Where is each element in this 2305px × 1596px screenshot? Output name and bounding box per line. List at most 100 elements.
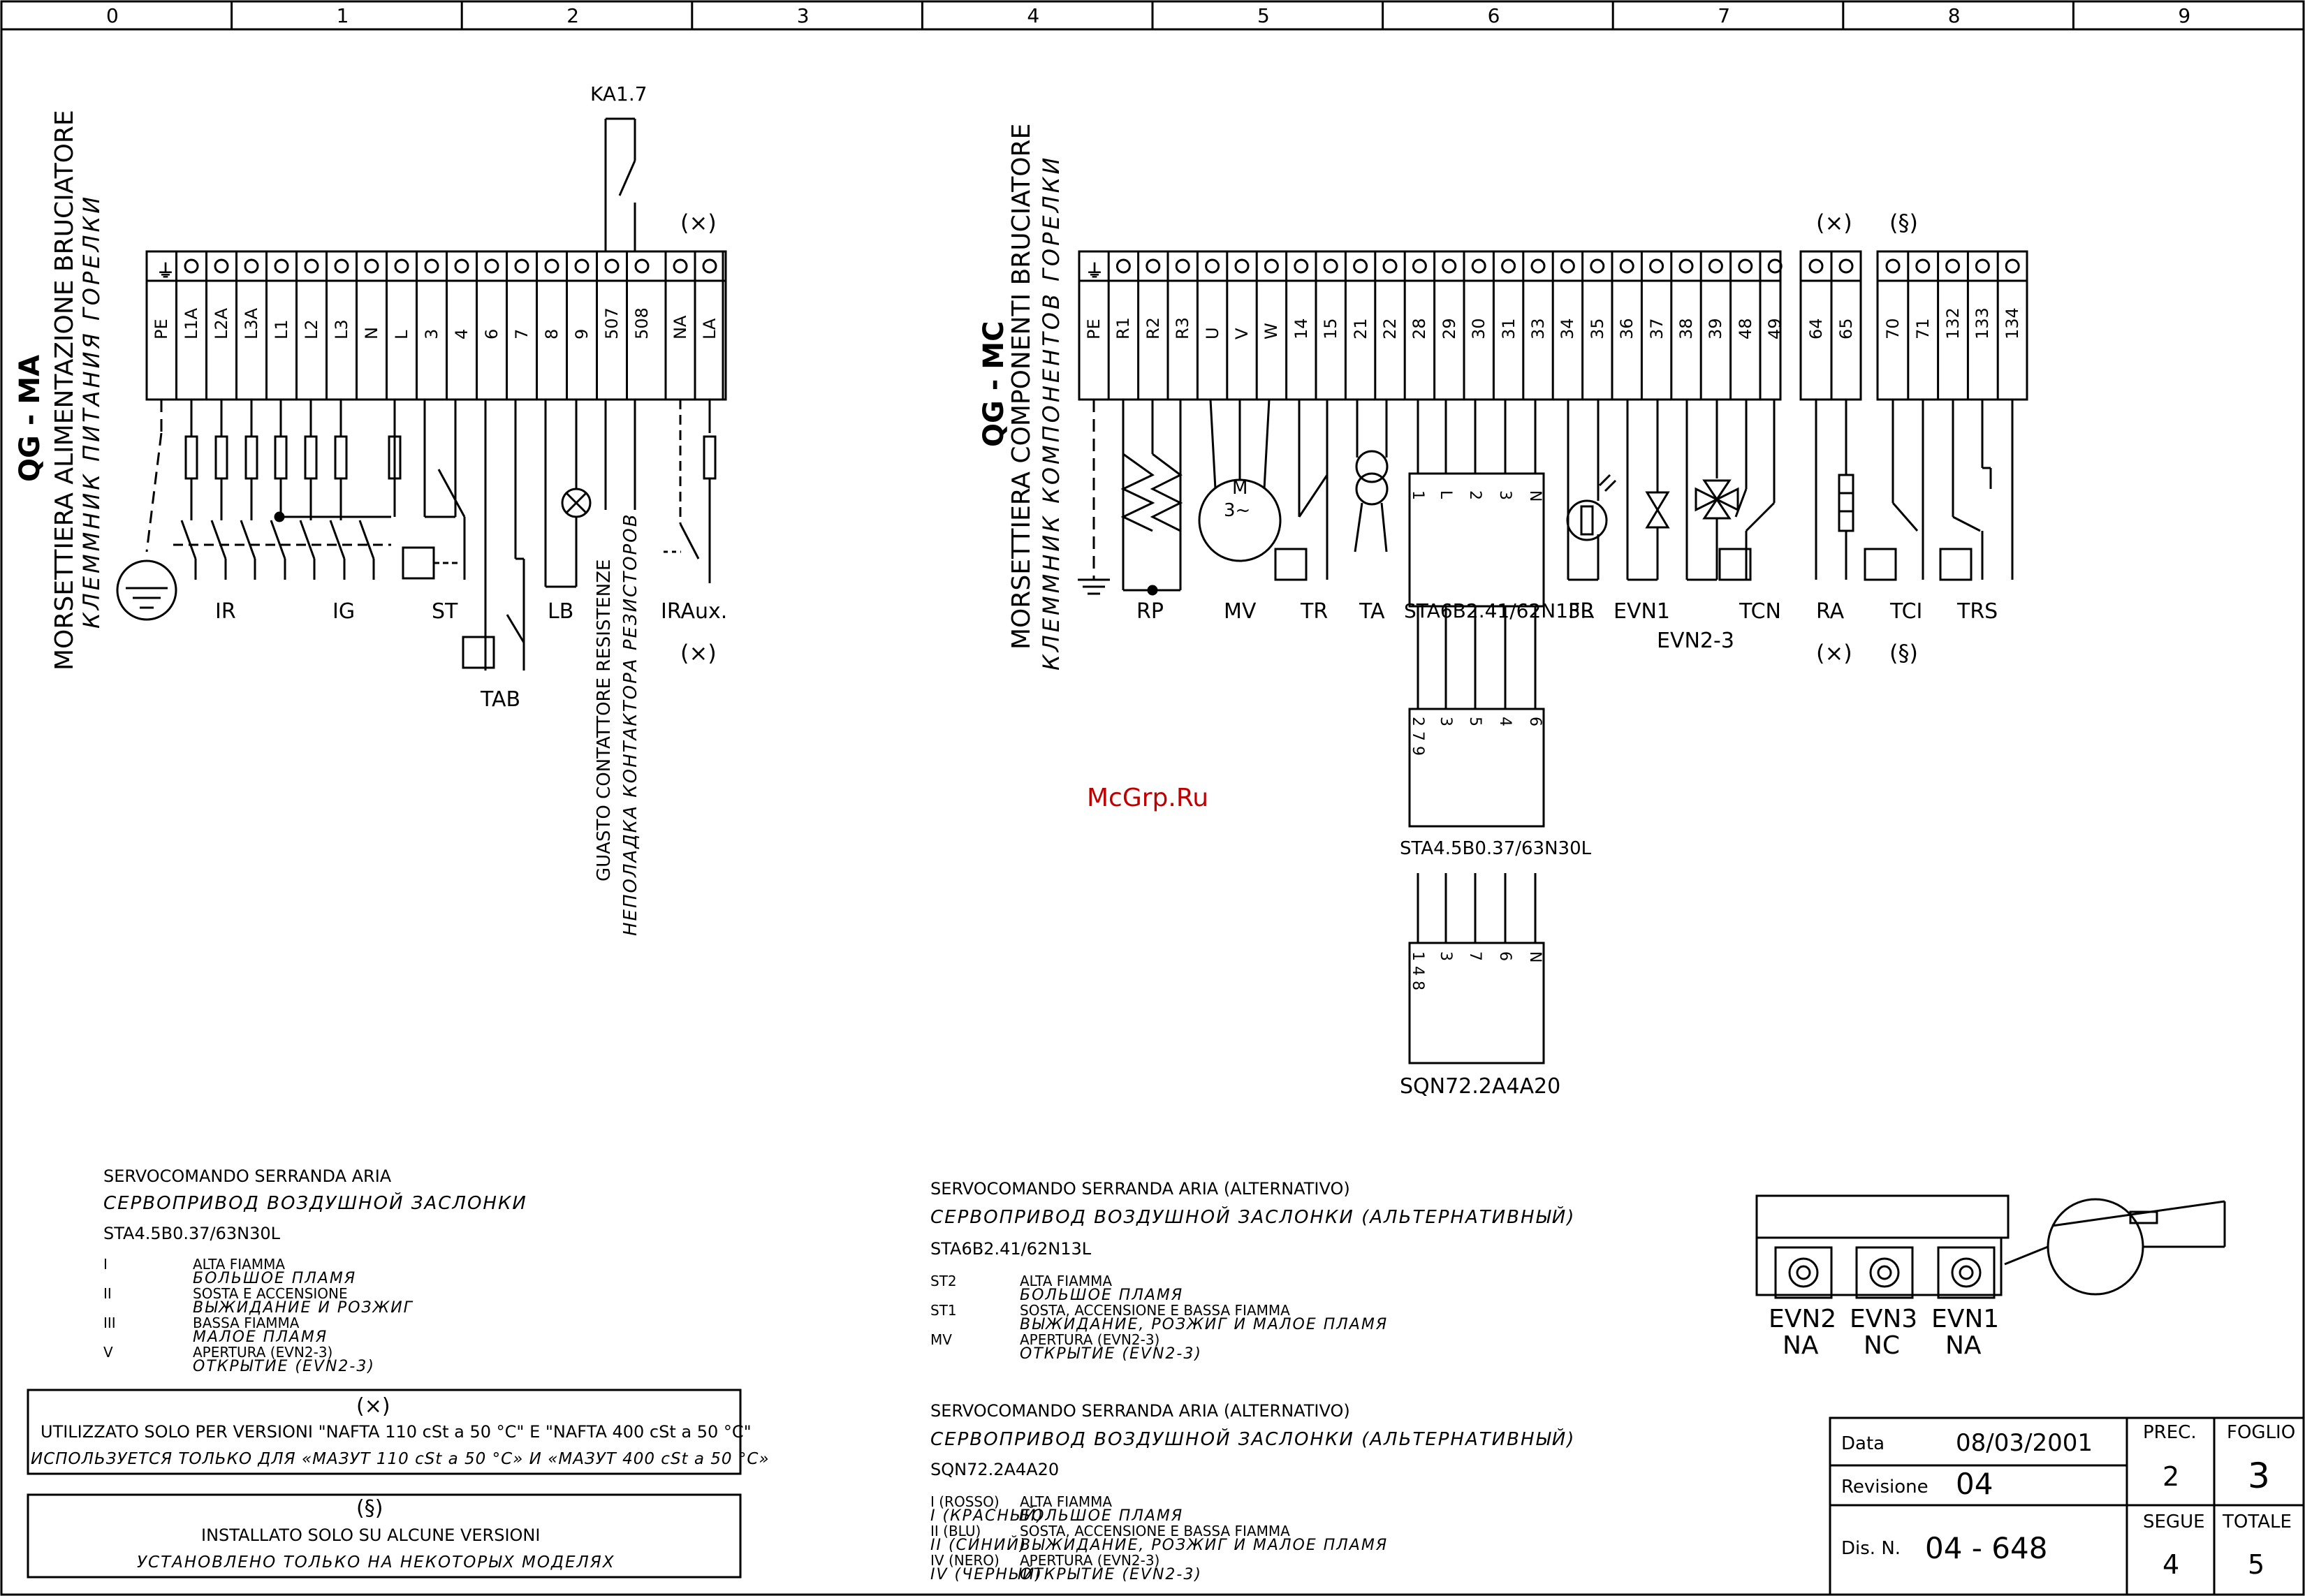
ma-terminal-label: L3 [332, 319, 351, 339]
mc-terminal-screw [1501, 258, 1516, 274]
servo-pin-label: 2 [1466, 490, 1484, 500]
ma-title-ru: КЛЕММНИК ПИТАНИЯ ГОРЕЛКИ [78, 193, 105, 629]
note-it: APERTURA (EVN2-3) [1020, 1552, 1160, 1569]
tb-totale-label: TOTALE [2223, 1511, 2292, 1532]
servo-pin-label: 1 [1409, 490, 1426, 500]
ma-terminal-screw [364, 258, 379, 274]
ruler-label: 9 [2178, 4, 2191, 27]
mc-terminal-label: 33 [1528, 318, 1548, 339]
ka17-label: KA1.7 [590, 82, 647, 105]
valve-core-icon [1959, 1265, 1974, 1280]
ma-aux-screw [702, 258, 717, 274]
valve-coil-icon [1869, 1257, 1900, 1288]
mc-terminal-screw [1649, 258, 1664, 274]
ruler-label: 5 [1257, 4, 1270, 27]
note-key: V [103, 1344, 113, 1361]
note-it: ALTA FIAMMA [1020, 1493, 1113, 1510]
mc-terminal-label: 39 [1706, 318, 1726, 339]
mc-ra-screw [1808, 258, 1824, 274]
mc-tr-terminal-label: 133 [1973, 307, 1993, 339]
label-ig: IG [332, 599, 356, 624]
mc-terminal-screw [1708, 258, 1723, 274]
ma-terminal-label: 508 [632, 307, 652, 339]
servo-sqn72 [1408, 942, 1545, 1064]
valve-block [1755, 1194, 2010, 1239]
ruler-label: 0 [106, 4, 119, 27]
ma-terminal-label: 507 [602, 307, 622, 339]
notes-mid2-model: SQN72.2A4A20 [930, 1460, 1060, 1479]
valve-core-icon [1877, 1265, 1892, 1280]
label-sta6b2: STA6B2.41/62N13L [1404, 599, 1592, 622]
mc-terminal-label: PE [1084, 319, 1104, 339]
notes-mid1-title-ru: СЕРВОПРИВОД ВОЗДУШНОЙ ЗАСЛОНКИ (АЛЬТЕРНА… [930, 1207, 1576, 1228]
watermark: McGrp.Ru [1087, 784, 1209, 812]
label-evn23: EVN2-3 [1657, 629, 1734, 653]
mc-terminal-screw [1264, 258, 1279, 274]
note-key-ru: II (СИНИЙ) [930, 1537, 1027, 1554]
mc-tr-terminal-label: 71 [1912, 318, 1933, 339]
mc-terminal-label: V [1232, 328, 1252, 339]
ruler-label: 3 [796, 4, 810, 27]
ma-terminal-screw [214, 258, 229, 274]
ma-terminal-screw [574, 258, 590, 274]
notes-left-model: STA4.5B0.37/63N30L [103, 1224, 281, 1243]
mc-terminal-label: U [1202, 327, 1222, 339]
mc-terminal-screw [1442, 258, 1457, 274]
mc-tr-screw [1885, 258, 1901, 274]
note-key-ru: IV (ЧЕРНЫЙ) [930, 1566, 1043, 1583]
box-s-it: INSTALLATO SOLO SU ALCUNE VERSIONI [201, 1525, 541, 1545]
mc-terminal-screw [1767, 258, 1783, 274]
mc-terminal-screw [1205, 258, 1220, 274]
tb-dis-value: 04 - 648 [1925, 1531, 2048, 1565]
ma-terminal-label: 7 [512, 328, 532, 339]
mc-terminal-label: 28 [1410, 318, 1430, 339]
mc-terminal-screw [1619, 258, 1634, 274]
mc-terminal-label: 48 [1735, 318, 1755, 339]
ma-terminal-screw [544, 258, 559, 274]
label-tcn: TCN [1739, 599, 1781, 624]
label-tr: TR [1301, 599, 1329, 624]
ruler-label: 2 [566, 4, 580, 27]
tb-dis-label: Dis. N. [1841, 1538, 1901, 1559]
ma-aux-terminal-label: NA [671, 315, 690, 339]
motor-phase: 3~ [1224, 500, 1251, 521]
mc-terminal-label: 30 [1469, 318, 1489, 339]
ma-terminal-screw [634, 258, 650, 274]
valve-coil-icon [1788, 1257, 1819, 1288]
ma-aux-screw [673, 258, 688, 274]
mc-terminal-label: 49 [1765, 318, 1785, 339]
mc-terminal-screw [1175, 258, 1190, 274]
ma-pe-ground-icon: ⏚ [156, 261, 175, 282]
note-it: APERTURA (EVN2-3) [193, 1344, 333, 1361]
mc-ra-terminal-label: 64 [1806, 318, 1826, 339]
servo2-name: SQN72.2A4A20 [1400, 1074, 1561, 1099]
mc-terminal-label: R2 [1143, 317, 1163, 339]
note-it: APERTURA (EVN2-3) [1020, 1331, 1160, 1348]
tb-prec-value: 2 [2163, 1461, 2180, 1492]
box-x-mark: (×) [356, 1394, 390, 1419]
note-ru: МАЛОЕ ПЛАМЯ [193, 1328, 328, 1346]
notes-left-title-it: SERVOCOMANDO SERRANDA ARIA [103, 1166, 392, 1186]
mc-tr-terminal-label: 134 [2003, 307, 2023, 339]
box-x-frame [27, 1389, 742, 1475]
ma-terminal-label: L3A [242, 307, 261, 339]
servo-pin-label: 2 7 9 [1409, 717, 1426, 756]
ma-terminal-label: L [392, 330, 411, 339]
mc-x-mark-top: (×) [1816, 210, 1852, 236]
mc-terminal-label: 37 [1646, 318, 1667, 339]
ma-terminal-label: L1A [182, 307, 201, 339]
mc-tr-screw [1915, 258, 1931, 274]
mc-terminal-screw [1382, 258, 1398, 274]
notes-mid2-title-ru: СЕРВОПРИВОД ВОЗДУШНОЙ ЗАСЛОНКИ (АЛЬТЕРНА… [930, 1429, 1576, 1450]
fault-ru: НЕПОЛАДКА КОНТАКТОРА РЕЗИСТОРОВ [620, 513, 641, 936]
mc-terminal-label: 31 [1498, 318, 1519, 339]
ma-terminal-label: L1 [272, 319, 291, 339]
mc-terminal-label: 36 [1617, 318, 1637, 339]
servo-pin-label: 5 [1466, 717, 1484, 726]
valve-body [1774, 1246, 1833, 1299]
ma-code: QG - MA [14, 354, 46, 482]
valve-core-icon [1796, 1265, 1811, 1280]
servo-pin-label: 4 [1496, 717, 1514, 726]
mc-terminal-screw [1294, 258, 1309, 274]
valve-state: NA [1945, 1331, 1982, 1360]
